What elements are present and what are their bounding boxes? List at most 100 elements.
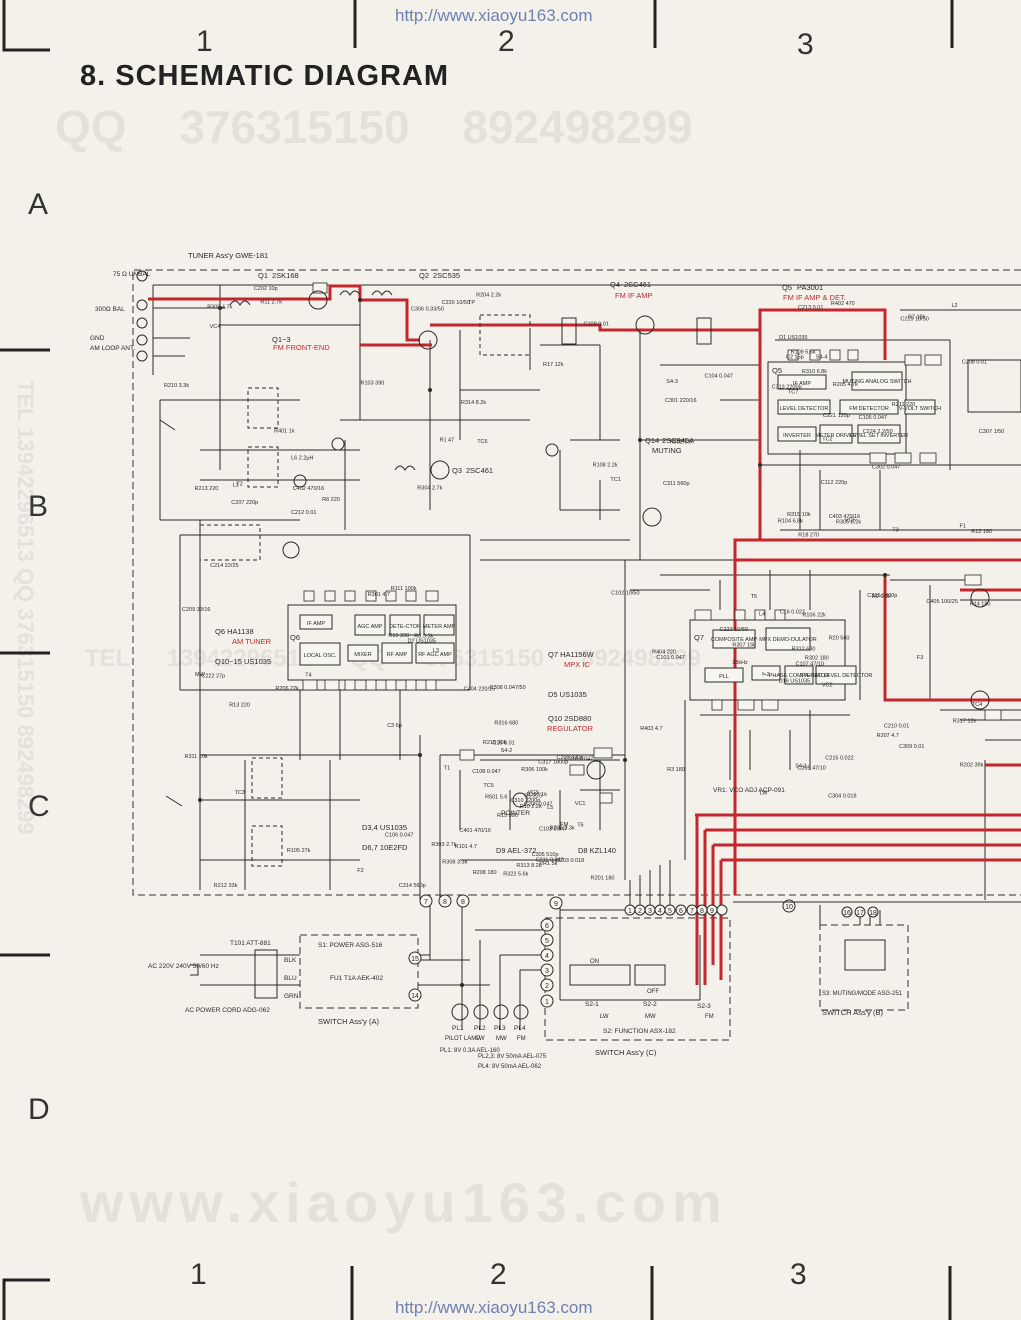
component-label: L4	[759, 612, 765, 618]
component-label: R202 39k	[960, 763, 984, 769]
connector-label: 1	[628, 908, 632, 915]
component-label: C305 510p	[532, 852, 559, 858]
ic-block-labels: IF AMP MUTING ANALOG SWITCH LEVEL DETECT…	[304, 379, 942, 680]
component-label: TC3	[235, 790, 245, 796]
component-label: R208 180	[473, 870, 497, 876]
ic-ref-q7: Q7	[694, 633, 704, 642]
q6-block-label: DETE-CTOR	[389, 624, 421, 630]
component-label: R20 560	[829, 635, 850, 641]
component-label: C205 47/10	[797, 765, 825, 771]
component-label: R104 6.8k	[778, 518, 803, 524]
watermark-top: QQ 376315150 892498299	[55, 101, 693, 153]
component-label: F2	[357, 868, 363, 874]
component-label: VC2	[822, 683, 833, 689]
lamp-note-pl2: LW	[476, 1036, 485, 1042]
transistor-label-q2: Q2	[419, 271, 429, 280]
component-label: R315 10k	[787, 512, 811, 518]
component-label: C106 0.047	[385, 833, 413, 839]
component-label: VC4	[210, 324, 221, 330]
source-url-top[interactable]: http://www.xiaoyu163.com	[395, 6, 593, 25]
component-label: R8 3.3k	[414, 634, 433, 640]
column-number-2-top: 2	[498, 25, 515, 58]
connector-label: 4	[658, 908, 662, 915]
component-label: C215 0.022	[825, 755, 853, 761]
transistor-part-q3: 2SC461	[466, 466, 493, 475]
component-label: R6 220	[322, 497, 340, 503]
switch-position-on: ON	[590, 959, 599, 965]
page-title: 8. SCHEMATIC DIAGRAM	[80, 60, 450, 92]
switch-position-lw: LW	[600, 1014, 609, 1020]
lamp-note-pl1: PILOT LAMP	[445, 1036, 480, 1042]
component-label: R9 6.8k	[872, 594, 891, 600]
component-label: R502 5.6	[670, 440, 692, 446]
component-label: D1 US1035	[779, 335, 807, 341]
component-label: R303 2.7k	[431, 842, 456, 848]
component-label: R7 18k	[908, 314, 926, 320]
component-label: C112 220p	[821, 480, 848, 486]
component-label: R309 4.7k	[207, 305, 232, 311]
watermark-bottom: www.xiaoyu163.com	[80, 1171, 728, 1234]
lead-label-blk: BLK	[284, 957, 297, 964]
switch-position-off: OFF	[647, 989, 659, 995]
component-label: VC3	[528, 790, 539, 796]
component-label: L1	[233, 483, 239, 489]
assembly-label-switch-c: SWITCH Ass'y (C)	[595, 1048, 657, 1057]
row-letter-a: A	[28, 188, 49, 221]
component-label: C214 22/25	[210, 563, 238, 569]
component-label: R107 1k	[527, 792, 548, 798]
connector-label: 1	[545, 999, 549, 1006]
connector-label: 4	[545, 953, 549, 960]
connector-labels: 7 8 8 9 6 5 4 3 2 1 15 14 1 2 3 4 5 6 7 …	[411, 899, 877, 1006]
q6-block-label: RF AMP	[387, 652, 408, 658]
component-label: R212 33k	[214, 883, 238, 889]
ic-note-d6-7: D6,7 10E2FD	[362, 843, 408, 852]
component-label: R402 470	[831, 301, 855, 307]
q7-block-label: 38kHz	[732, 660, 748, 666]
component-label: T5	[751, 594, 757, 600]
ic-note-d8: D8 KZL140	[578, 846, 616, 855]
column-number-1-top: 1	[196, 25, 213, 58]
q5-block-label: MUTING ANALOG SWITCH	[842, 379, 911, 385]
power-switch-label: S1: POWER ASG-516	[318, 942, 383, 949]
component-label: R14 180	[970, 601, 991, 607]
component-label: R18 270	[798, 533, 819, 539]
connector-markers	[408, 894, 879, 1008]
ic-note-d5: D5 US1035	[548, 690, 587, 699]
component-label: C222 27p	[201, 673, 225, 679]
function-label-am-tuner: AM TUNER	[232, 637, 272, 646]
source-url-bottom[interactable]: http://www.xiaoyu163.com	[395, 1298, 593, 1317]
row-letter-c: C	[28, 790, 50, 823]
lead-label-blu: BLU	[284, 975, 297, 982]
component-label: R501 5.6	[485, 794, 507, 800]
connector-label: 6	[679, 908, 683, 915]
lamp-spec-pl1: PL1: 8V 0.3A AEL-160	[440, 1048, 500, 1054]
component-label: R317 12k	[953, 719, 977, 725]
transistor-label-q3: Q3	[452, 466, 462, 475]
component-label: R306 100k	[521, 767, 548, 773]
input-label-300-bal: 300Ω BAL	[95, 306, 125, 313]
component-label: C306 0.33/50	[411, 306, 444, 312]
connector-label: 7	[690, 908, 694, 915]
connector-label: 7	[424, 899, 428, 906]
component-label: R11 2.7k	[260, 300, 282, 306]
q7-block-label: STEREO LEVEL DETECTOR	[800, 673, 873, 679]
component-label: TP	[468, 300, 475, 306]
component-label: S4-3	[666, 379, 678, 385]
component-label: C315 1800p	[867, 593, 897, 599]
component-label: R301 4.7	[368, 592, 390, 598]
component-label: R103 390	[361, 381, 385, 387]
component-label: R310 6.8k	[802, 369, 827, 375]
switch-position-mw: MW	[645, 1014, 656, 1020]
component-label: C207 220p	[231, 500, 258, 506]
component-label: C403 470/16	[829, 514, 861, 520]
component-label: VR1 5k	[539, 861, 557, 867]
column-number-1-bottom: 1	[190, 1258, 207, 1291]
component-label: C220 10/50	[442, 300, 470, 306]
component-glyphs	[136, 270, 990, 1021]
q7-block-label: f÷2	[762, 672, 770, 678]
component-label: R10 2.2k	[520, 804, 542, 810]
connector-label: 16	[843, 910, 851, 917]
component-label: R15 390	[497, 813, 518, 819]
row-letter-d: D	[28, 1093, 50, 1126]
